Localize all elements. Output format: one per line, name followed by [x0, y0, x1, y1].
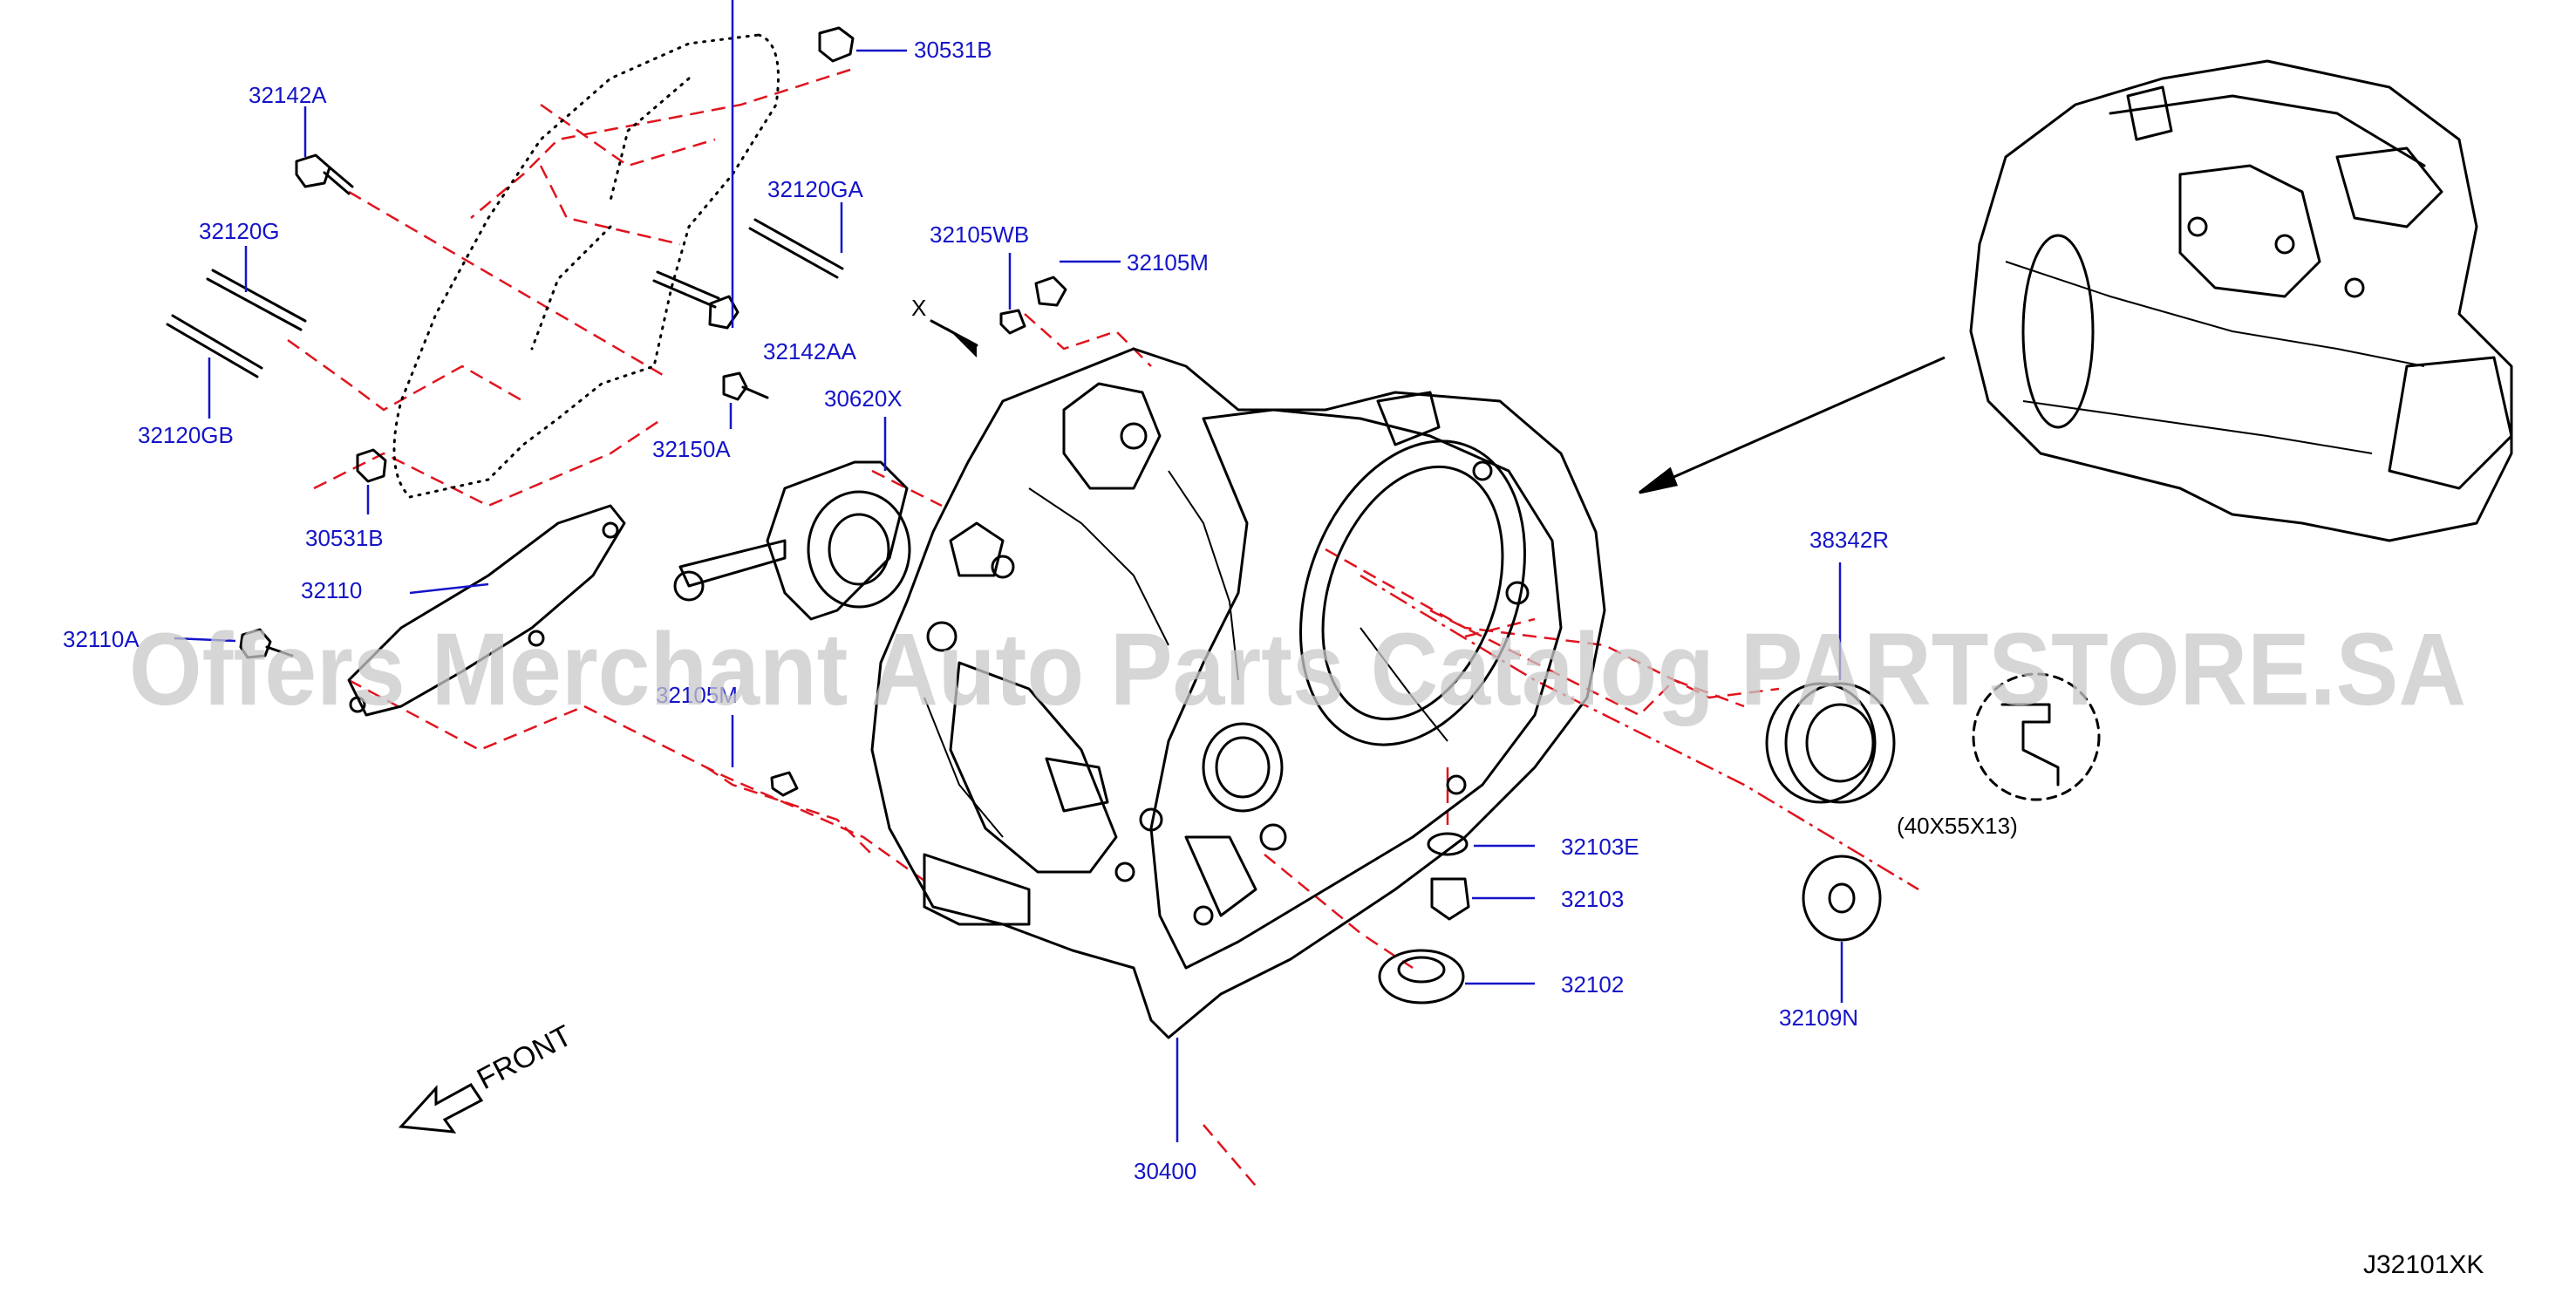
transaxle-assembly-drawing — [1639, 59, 2513, 542]
callout-30620x[interactable]: 30620X — [824, 385, 903, 412]
callout-32142a[interactable]: 32142A — [249, 82, 327, 108]
callout-labels: 30531B 32142A 32120GA 32120G 32105WB 321… — [63, 37, 1889, 1184]
callout-32142aa[interactable]: 32142AA — [763, 338, 857, 364]
callout-30400[interactable]: 30400 — [1134, 1158, 1196, 1184]
callout-leader-lines — [174, 0, 1843, 1142]
callout-32102[interactable]: 32102 — [1561, 971, 1624, 998]
small-parts-drawings — [166, 26, 2101, 1005]
callout-32120ga[interactable]: 32120GA — [767, 176, 864, 202]
callout-32103[interactable]: 32103 — [1561, 886, 1624, 912]
callout-32105m-low[interactable]: 32105M — [656, 682, 738, 708]
watermark-text: Offers Merchant Auto Parts Catalog PARTS… — [129, 612, 2466, 727]
assembly-guide-lines — [287, 68, 1919, 1187]
callout-32103e[interactable]: 32103E — [1561, 834, 1639, 860]
diagram-code: J32101XK — [2363, 1250, 2484, 1279]
callout-32120gb[interactable]: 32120GB — [138, 422, 234, 448]
callout-30531b-bottom[interactable]: 30531B — [305, 525, 384, 551]
callout-38342r[interactable]: 38342R — [1809, 527, 1889, 553]
callout-32110[interactable]: 32110 — [301, 577, 362, 603]
view-pointer-arrow-icon — [1639, 467, 1679, 494]
front-label: FRONT — [472, 1019, 577, 1097]
callout-32150a[interactable]: 32150A — [652, 436, 731, 462]
x-marker-label: X — [911, 295, 926, 321]
callout-32109n[interactable]: 32109N — [1779, 1005, 1858, 1031]
callout-32105m[interactable]: 32105M — [1127, 249, 1209, 276]
callout-30531b-top[interactable]: 30531B — [914, 37, 992, 63]
seal-size-label: (40X55X13) — [1897, 813, 2018, 839]
callout-32105wb[interactable]: 32105WB — [930, 221, 1029, 248]
callout-32120g[interactable]: 32120G — [199, 218, 280, 244]
transmission-case-drawing — [870, 347, 1606, 1039]
front-indicator: FRONT — [398, 1019, 577, 1134]
front-arrow-icon — [398, 1083, 484, 1134]
view-pointer-line — [1647, 356, 1946, 490]
bracket-outline-dotted — [392, 33, 780, 499]
callout-32110a[interactable]: 32110A — [63, 626, 140, 652]
nut-30531b-top — [818, 26, 855, 63]
